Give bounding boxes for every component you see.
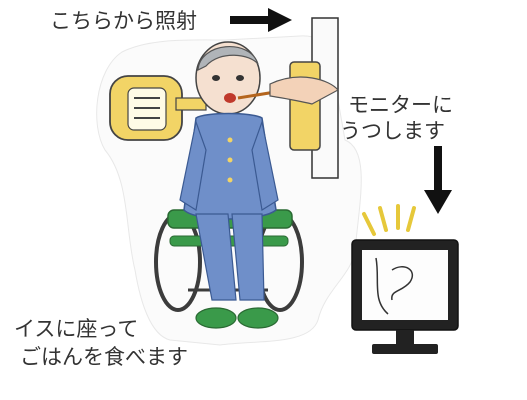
xray-image-icon (375, 257, 413, 315)
signal-lines-icon (362, 204, 416, 236)
arrow-right-icon (230, 8, 292, 32)
sit-label-line2: ごはんを食べます (20, 345, 188, 369)
monitor (351, 239, 459, 354)
arrow-down-icon (424, 146, 452, 214)
monitor-label-line2: うつします (340, 119, 445, 143)
monitor-label-line1: モニターに (348, 93, 453, 117)
patient-figure (179, 41, 339, 329)
xray-emitter (109, 75, 207, 141)
sit-label-line1: イスに座って (14, 317, 139, 341)
irradiate-label: こちらから照射 (50, 9, 197, 33)
